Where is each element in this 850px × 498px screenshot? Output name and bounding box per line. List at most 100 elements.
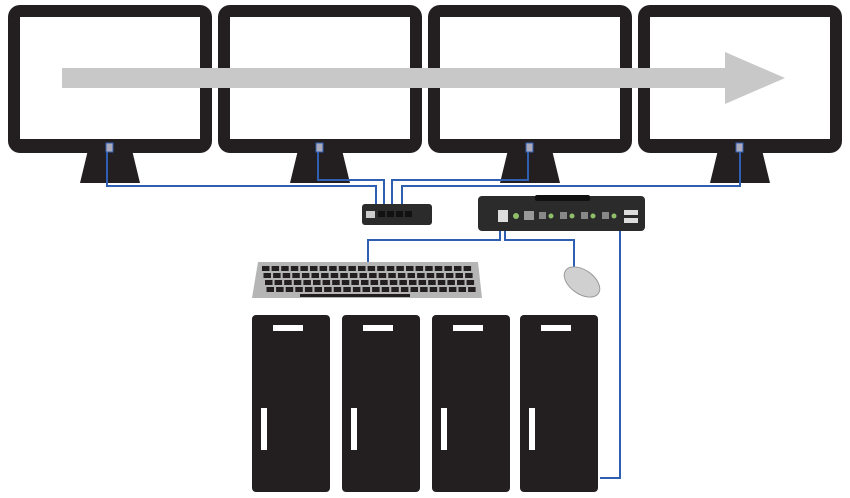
tower-case bbox=[432, 315, 510, 492]
key bbox=[410, 287, 418, 292]
key bbox=[468, 287, 476, 292]
cable-monitor-4 bbox=[401, 152, 741, 206]
key bbox=[313, 280, 321, 285]
key bbox=[458, 287, 466, 292]
key bbox=[266, 287, 274, 292]
key bbox=[321, 273, 329, 278]
monitor-3 bbox=[428, 5, 632, 183]
key bbox=[399, 280, 407, 285]
key bbox=[369, 273, 377, 278]
key bbox=[359, 273, 367, 278]
key bbox=[361, 280, 369, 285]
key bbox=[437, 280, 446, 285]
video-port bbox=[315, 142, 324, 153]
key bbox=[295, 287, 303, 292]
keyboard bbox=[252, 262, 482, 298]
kvm-switch bbox=[478, 195, 645, 231]
key bbox=[265, 280, 273, 285]
key bbox=[367, 266, 376, 271]
key bbox=[466, 280, 475, 285]
key bbox=[447, 280, 455, 285]
key bbox=[465, 273, 473, 278]
key bbox=[372, 287, 380, 292]
key bbox=[454, 266, 462, 271]
key bbox=[341, 280, 350, 285]
key bbox=[388, 273, 396, 278]
handle-slot bbox=[261, 408, 267, 450]
computer-2 bbox=[342, 315, 420, 492]
computer-3 bbox=[432, 315, 510, 492]
key bbox=[322, 280, 331, 285]
key bbox=[400, 287, 409, 292]
key bbox=[338, 266, 347, 271]
key bbox=[285, 287, 294, 292]
key bbox=[340, 273, 348, 278]
key bbox=[425, 266, 433, 271]
key bbox=[332, 280, 340, 285]
key bbox=[434, 266, 443, 271]
key bbox=[324, 287, 332, 292]
key bbox=[417, 273, 425, 278]
key bbox=[426, 273, 435, 278]
key bbox=[370, 280, 379, 285]
key bbox=[415, 266, 424, 271]
key bbox=[420, 287, 428, 292]
key bbox=[349, 273, 358, 278]
drive-slot bbox=[541, 325, 571, 331]
key bbox=[330, 273, 339, 278]
key bbox=[263, 273, 271, 278]
key bbox=[397, 273, 406, 278]
key bbox=[455, 273, 463, 278]
cable-monitor-3 bbox=[391, 152, 529, 206]
cable-keyboard bbox=[367, 224, 501, 262]
tower-case bbox=[342, 315, 420, 492]
key bbox=[329, 266, 337, 271]
key bbox=[293, 280, 302, 285]
key bbox=[444, 266, 452, 271]
key bbox=[378, 273, 387, 278]
monitors bbox=[8, 5, 842, 183]
key bbox=[348, 266, 356, 271]
video-port bbox=[735, 142, 744, 153]
key bbox=[418, 280, 427, 285]
key bbox=[428, 280, 436, 285]
key bbox=[343, 287, 351, 292]
drive-slot bbox=[273, 325, 303, 331]
key bbox=[409, 280, 417, 285]
monitor-2 bbox=[218, 5, 422, 183]
monitor-stand bbox=[290, 150, 350, 183]
spacebar bbox=[300, 294, 410, 297]
key bbox=[319, 266, 328, 271]
handle-slot bbox=[351, 408, 357, 450]
key bbox=[429, 287, 438, 292]
video-splitter bbox=[362, 204, 432, 225]
key bbox=[389, 280, 398, 285]
key bbox=[271, 266, 280, 271]
key bbox=[396, 266, 404, 271]
key bbox=[314, 287, 322, 292]
key bbox=[290, 266, 299, 271]
cable-mouse bbox=[504, 224, 575, 268]
key bbox=[406, 266, 414, 271]
video-port bbox=[105, 142, 114, 153]
key bbox=[448, 287, 457, 292]
key bbox=[301, 273, 310, 278]
key bbox=[351, 280, 359, 285]
key bbox=[463, 266, 472, 271]
key bbox=[303, 280, 311, 285]
key bbox=[352, 287, 361, 292]
key bbox=[407, 273, 415, 278]
key bbox=[282, 273, 291, 278]
drive-slot bbox=[363, 325, 393, 331]
key bbox=[439, 287, 447, 292]
key bbox=[445, 273, 454, 278]
keyboard-keys bbox=[262, 266, 476, 297]
key bbox=[284, 280, 292, 285]
span-arrow bbox=[62, 52, 785, 104]
tower-case bbox=[520, 315, 598, 492]
cable-monitor-1 bbox=[106, 152, 377, 206]
computer-4 bbox=[520, 315, 598, 492]
cable-computer bbox=[600, 228, 621, 479]
key bbox=[386, 266, 395, 271]
